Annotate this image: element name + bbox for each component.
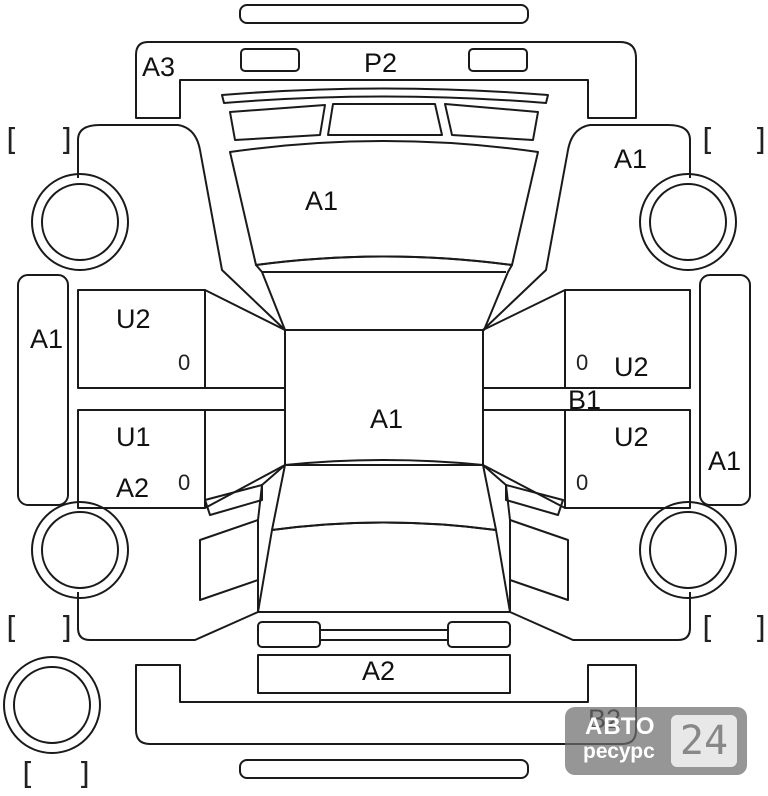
spare-wheel [3,656,101,754]
bracket-open: [ [2,611,20,646]
rear-bumper-bar [239,759,529,779]
bracket-close: ] [58,123,76,158]
zero-mark: 0 [178,470,190,495]
label-a3: A3 [142,52,175,82]
bracket-close: ] [76,757,94,792]
bracket-open: [ [698,123,716,158]
right-rear-quarter-2 [505,484,564,516]
rear-right-light [447,621,511,648]
front-glass-right [444,103,539,141]
label-a2-rear: A2 [362,656,395,686]
left-front-door [77,289,286,389]
windshield [255,255,513,331]
right-side-skirt [699,274,751,506]
label-a1-roof: A1 [370,404,403,434]
watermark-logo: АВТО ресурс 24 [565,707,747,775]
label-b1-right: B1 [568,385,601,415]
zero-mark: 0 [576,350,588,375]
label-u2-left: U2 [116,304,151,334]
left-rear-door [77,409,286,509]
bracket-close: ] [752,123,768,158]
front-bumper-bar [239,4,529,24]
front-bumper [135,41,637,119]
hood [229,140,539,266]
front-right-wheel [639,173,737,271]
left-side-skirt [17,274,69,506]
bracket-close: ] [752,611,768,646]
bracket-open: [ [698,611,716,646]
front-left-light [240,48,300,72]
watermark-number: 24 [671,715,737,767]
roof [284,329,484,466]
bracket-close: ] [58,611,76,646]
rear-panel [257,654,511,694]
watermark-line1: АВТО [585,713,656,740]
rear-window [271,459,497,531]
label-a1-hood: A1 [305,186,338,216]
rear-left-wheel [31,501,129,599]
label-u2-right-top: U2 [614,352,649,382]
label-a1-right-side: A1 [708,446,741,476]
front-right-light [468,48,528,72]
body-outline [77,124,691,641]
left-rear-quarter-2 [204,484,263,516]
label-u2-right-bottom: U2 [614,422,649,452]
label-p2: P2 [364,48,397,78]
zero-mark: 0 [178,350,190,375]
front-glass-left [229,104,326,141]
front-glass-mid [327,103,443,136]
zero-mark: 0 [576,470,588,495]
bracket-open: [ [2,123,20,158]
right-rear-door [482,409,691,509]
trunk [257,521,511,613]
rear-left-light [257,621,321,648]
label-a2-left: A2 [116,473,149,503]
label-u1-left: U1 [116,422,151,452]
bracket-open: [ [18,757,36,792]
front-left-wheel [31,173,129,271]
left-rear-quarter [199,519,259,601]
right-rear-quarter [509,519,569,601]
label-a1-front-right: A1 [614,144,647,174]
hood-top-strip [221,87,549,104]
watermark-line2: ресурс [583,740,655,763]
right-front-door [482,289,691,389]
rear-right-wheel [639,501,737,599]
label-a1-left-side: A1 [30,324,63,354]
